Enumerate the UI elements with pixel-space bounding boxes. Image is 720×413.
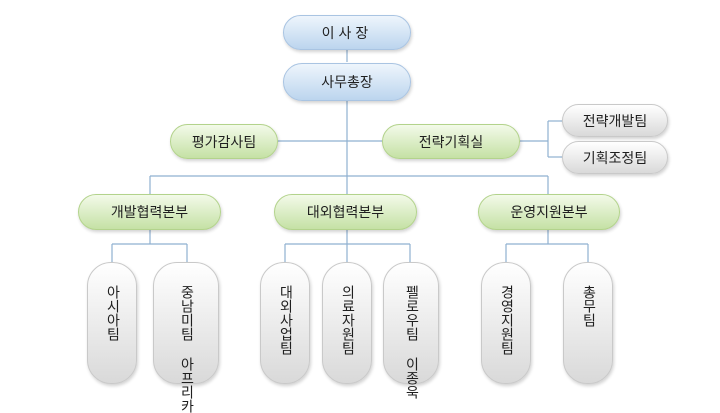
team-africa-latam: 중남미팀 아프리카 bbox=[153, 262, 219, 413]
team-management-support: 경영지원팀 bbox=[481, 262, 531, 384]
team-general-affairs: 총무팀 bbox=[563, 262, 613, 384]
team-africa-latam-line2: 중남미팀 bbox=[178, 285, 195, 341]
team-external-projects: 대외사업팀 bbox=[260, 262, 310, 384]
secretary-general-label: 사무총장 bbox=[321, 75, 373, 91]
division-dev-coop-label: 개발협력본부 bbox=[110, 205, 189, 221]
planning-coord-team-label: 기획조정팀 bbox=[582, 150, 648, 167]
secretary-general-node: 사무총장 bbox=[283, 63, 411, 101]
org-chart-connectors bbox=[111, 50, 589, 262]
chairman-node: 이사장 bbox=[283, 15, 411, 50]
team-management-support-label: 경영지원팀 bbox=[498, 285, 515, 355]
team-jw-lee-fellow-line2: 펠로우팀 bbox=[403, 285, 420, 341]
planning-coord-team-node: 기획조정팀 bbox=[562, 141, 668, 174]
team-medical-resources: 의료자원팀 bbox=[322, 262, 372, 384]
division-operations-label: 운영지원본부 bbox=[510, 205, 588, 221]
audit-team-node: 평가감사팀 bbox=[170, 124, 278, 159]
team-medical-resources-label: 의료자원팀 bbox=[339, 285, 356, 355]
strategy-office-label: 전략기획실 bbox=[418, 134, 484, 151]
division-operations-node: 운영지원본부 bbox=[478, 194, 620, 230]
team-external-projects-label: 대외사업팀 bbox=[277, 285, 294, 355]
team-asia-label: 아시아팀 bbox=[104, 285, 121, 341]
audit-team-label: 평가감사팀 bbox=[191, 134, 257, 151]
team-asia: 아시아팀 bbox=[87, 262, 137, 384]
chairman-label: 이사장 bbox=[321, 25, 373, 42]
strategy-dev-team-node: 전략개발팀 bbox=[562, 104, 668, 137]
team-jw-lee-fellow: 펠로우팀 이종욱 bbox=[383, 262, 439, 399]
division-dev-coop-node: 개발협력본부 bbox=[78, 194, 221, 230]
team-africa-latam-line1: 아프리카 bbox=[178, 357, 195, 413]
strategy-office-node: 전략기획실 bbox=[382, 124, 520, 159]
team-jw-lee-fellow-line1: 이종욱 bbox=[403, 357, 420, 399]
team-general-affairs-label: 총무팀 bbox=[580, 285, 597, 327]
division-external-coop-label: 대외협력본부 bbox=[306, 205, 385, 221]
division-external-coop-node: 대외협력본부 bbox=[274, 194, 417, 230]
strategy-dev-team-label: 전략개발팀 bbox=[582, 113, 648, 130]
